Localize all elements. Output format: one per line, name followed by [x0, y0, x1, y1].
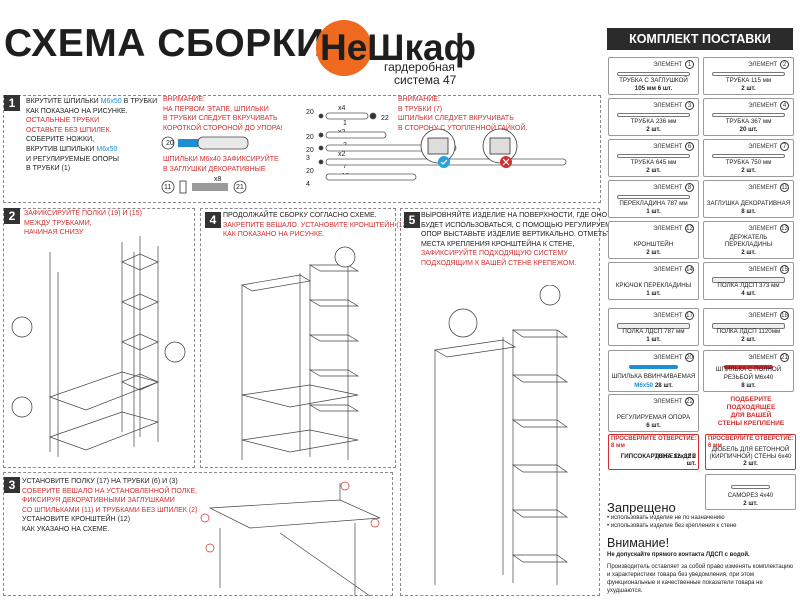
forbidden-title: Запрещено	[607, 500, 676, 515]
step-1-fix-note: ШПИЛЬКИ М6х40 ЗАФИКСИРУЙТЕ В ЗАГЛУШКИ ДЕ…	[163, 156, 279, 173]
brand-subtitle: гардеробная	[384, 60, 455, 74]
brand-logo-circle	[316, 20, 372, 76]
kit-item-1: ЭЛЕМЕНТ 1 ТРУБКА С ЗАГЛУШКОЙ 105 мм 6 шт…	[608, 57, 699, 95]
step-3-number: 3	[4, 477, 20, 493]
kit-item-15: ЭЛЕМЕНТ 15 ПОЛКА ЛДСП 373 мм 4 шт.	[703, 262, 794, 300]
kit-item-13: ЭЛЕМЕНТ 13 ДЕРЖАТЕЛЬ ПЕРЕКЛАДИНЫ 2 шт.	[703, 221, 794, 259]
tube-row-1-num: 1	[343, 120, 347, 127]
step-1-warning: ВНИМАНИЕ: В ТРУБКИ (7) ШПИЛЬКИ СЛЕДУЕТ В…	[398, 96, 528, 132]
kit-item-14: ЭЛЕМЕНТ 14 КРЮЧОК ПЕРЕКЛАДИНЫ 1 шт.	[608, 262, 699, 300]
dowel-drywall: ПРОСВЕРЛИТЕ ОТВЕРСТИЕ: 8 мм ДЮБЕЛЬ ДЛЯ Г…	[608, 434, 699, 470]
step-5-wardrobe-illustration	[433, 285, 569, 585]
kit-item-6: ЭЛЕМЕНТ 6 ТРУБКА 645 мм 2 шт.	[608, 139, 699, 177]
step-4-text: ПРОДОЛЖАЙТЕ СБОРКУ СОГЛАСНО СХЕМЕ. ЗАКРЕ…	[223, 212, 409, 239]
kit-header: КОМПЛЕКТ ПОСТАВКИ	[607, 28, 793, 50]
tube-row-3-left: 20	[306, 147, 314, 154]
tube-row-4-left: 20	[306, 168, 314, 175]
tube-row-2-left: 20	[306, 134, 314, 141]
tag-x8: х8	[214, 176, 222, 183]
tube-row-4-num: 7	[343, 163, 347, 170]
kit-item-22: ЭЛЕМЕНТ 22 РЕГУЛИРУЕМАЯ ОПОРА 6 шт.	[608, 394, 699, 432]
forbidden-item: • использовать изделие не по назначению	[607, 515, 725, 521]
fastener-pick-note: ПОДБЕРИТЕ ПОДХОДЯЩЕЕ ДЛЯ ВАШЕЙ СТЕНЫ КРЕ…	[717, 396, 785, 427]
step-1-stud-illustration	[161, 136, 249, 194]
kit-item-20: ЭЛЕМЕНТ 20 ШПИЛЬКА ВВИНЧИВАЕМАЯ М6х50 28…	[608, 350, 699, 392]
screw-item: САМОРЕЗ 4х40 2 шт.	[705, 474, 796, 510]
step-3-hanger-illustration	[200, 481, 381, 596]
step-3-panel	[3, 472, 393, 596]
kit-item-18: ЭЛЕМЕНТ 18 ПОЛКА ЛДСП 1120мм 2 шт.	[703, 308, 794, 346]
attention-note: Производитель оставляет за собой право и…	[607, 564, 793, 594]
tube-row-5-num: 4	[306, 181, 310, 188]
step-2-text: ЗАФИКСИРУЙТЕ ПОЛКИ (19) И (15) МЕЖДУ ТРУ…	[24, 210, 142, 237]
step-5-text: ВЫРОВНЯЙТЕ ИЗДЕЛИЕ НА ПОВЕРХНОСТИ, ГДЕ О…	[421, 212, 622, 267]
tag-20: 20	[166, 140, 174, 147]
step-4-wardrobe-illustration	[241, 246, 360, 460]
page-title: СХЕМА СБОРКИ	[4, 22, 325, 65]
kit-item-2: ЭЛЕМЕНТ 2 ТРУБКА 115 мм 2 шт.	[703, 57, 794, 95]
attention-water-warning: Не допускайте прямого контакта ЛДСП с во…	[607, 552, 750, 558]
kit-item-3: ЭЛЕМЕНТ 3 ТРУБКА 236 мм 2 шт.	[608, 98, 699, 136]
tube-row-1-left: 20	[306, 109, 314, 116]
brand-subtitle-system: система 47	[394, 73, 457, 87]
attention-title: Внимание!	[607, 536, 670, 550]
dowel-concrete: ПРОСВЕРЛИТЕ ОТВЕРСТИЕ: 6 мм ДЮБЕЛЬ ДЛЯ Б…	[705, 434, 796, 470]
step-4-number: 4	[205, 212, 221, 228]
brand-logo-text: НеШкаф	[320, 27, 476, 68]
tag-11: 11	[164, 184, 172, 191]
step-2-panel	[3, 208, 195, 468]
step-3-text: УСТАНОВИТЕ ПОЛКУ (17) НА ТРУБКИ (6) И (3…	[22, 478, 198, 533]
kit-item-7: ЭЛЕМЕНТ 7 ТРУБКА 750 мм 2 шт.	[703, 139, 794, 177]
kit-item-21: ЭЛЕМЕНТ 21 ШПИЛЬКА С ПОЛНОЙ РЕЗЬБОЙ М6х4…	[703, 350, 794, 392]
tube-row-1-mult: x4	[338, 105, 346, 112]
step-1-panel	[3, 95, 601, 203]
kit-item-11: ЭЛЕМЕНТ 11 ЗАГЛУШКА ДЕКОРАТИВНАЯ 8 шт.	[703, 180, 794, 218]
step-1-number: 1	[4, 95, 20, 111]
tube-row-3-num: 3	[306, 155, 310, 162]
kit-item-17: ЭЛЕМЕНТ 17 ПОЛКА ЛДСП 787 мм 1 шт.	[608, 308, 699, 346]
step-1-attention: ВНИМАНИЕ: НА ПЕРВОМ ЭТАПЕ, ШПИЛЬКИ В ТРУ…	[163, 96, 283, 132]
tube-row-1-right: 22	[381, 115, 389, 122]
kit-item-8: ЭЛЕМЕНТ 8 ПЕРЕКЛАДИНА 787 мм 1 шт.	[608, 180, 699, 218]
step-1-text: ВКРУТИТЕ ШПИЛЬКИ М6х50 В ТРУБКИ КАК ПОКА…	[26, 98, 158, 173]
step-5-number: 5	[404, 212, 420, 228]
forbidden-item: • использовать изделие без крепления к с…	[607, 523, 737, 529]
tag-21: 21	[236, 184, 244, 191]
kit-item-12: ЭЛЕМЕНТ 12 КРОНШТЕЙН 2 шт.	[608, 221, 699, 259]
tube-row-3-mult: x2	[338, 151, 346, 158]
step-2-number: 2	[4, 208, 20, 224]
step-2-shelf-illustration	[11, 236, 186, 457]
step-5-panel	[400, 208, 600, 596]
step-4-panel	[200, 208, 396, 468]
kit-item-4: ЭЛЕМЕНТ 4 ТРУБКА 367 мм 20 шт.	[703, 98, 794, 136]
nut-direction-illustration	[420, 128, 518, 168]
